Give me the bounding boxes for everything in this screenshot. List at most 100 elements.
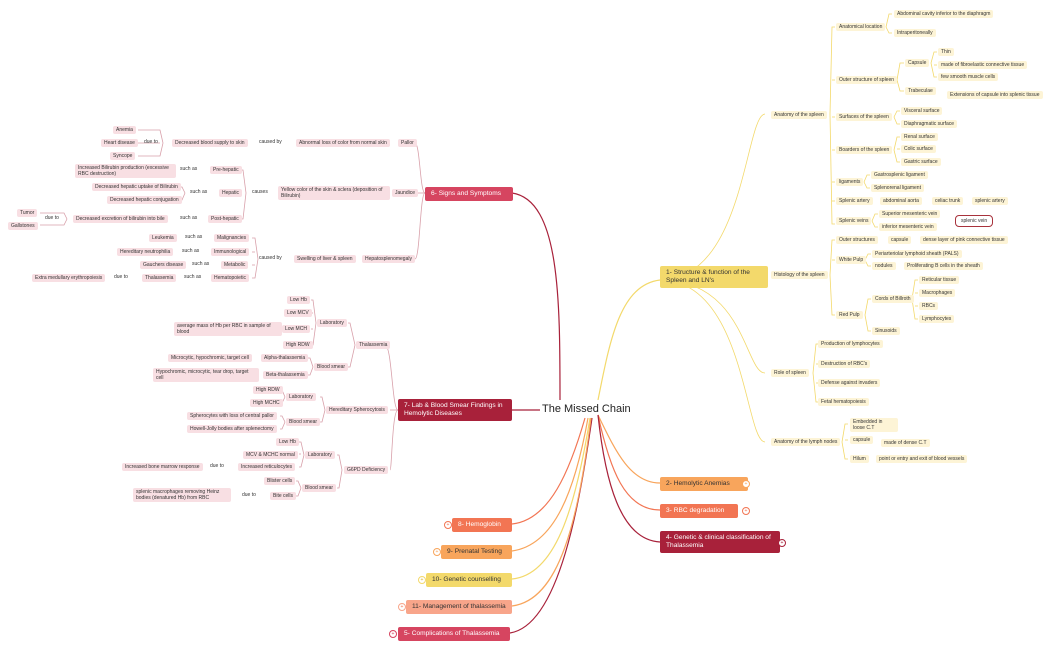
node-incr-marrow[interactable]: Increased bone marrow response [122,463,203,471]
node-destruction[interactable]: Destruction of RBC's [818,360,871,368]
topic-1-structure-function[interactable]: 1- Structure & function of the Spleen an… [660,266,768,288]
node-red-pulp[interactable]: Red Pulp [836,311,863,319]
node-thalassemia-7[interactable]: Thalassemia [356,341,391,349]
topic-2-hemolytic-anemias[interactable]: 2- Hemolytic Anemias [660,477,748,491]
node-pals[interactable]: Periarteriolar lymphoid sheath (PALS) [872,250,962,258]
node-pre-hepatic[interactable]: Pre-hepatic [210,166,242,174]
node-decr-excretion[interactable]: Decreased excretion of bilirubin into bi… [73,215,168,223]
node-blister[interactable]: Blister cells [264,477,296,485]
node-tumor[interactable]: Tumor [17,209,38,217]
node-gastrosplenic[interactable]: Gastrosplenic ligament [871,171,928,179]
node-borders[interactable]: Boarders of the spleen [836,146,893,154]
node-howell-jolly[interactable]: Howell-Jolly bodies after splenectomy [187,425,277,433]
node-thin[interactable]: Thin [938,48,954,56]
topic-8-hemoglobin[interactable]: 8- Hemoglobin [452,518,512,532]
node-jaundice[interactable]: Jaundice [392,189,419,197]
node-high-rdw[interactable]: High RDW [283,341,313,349]
node-swelling[interactable]: Swelling of liver & spleen [294,255,356,263]
expand-topic-4-icon[interactable]: + [778,539,786,547]
node-blood-smear-g6pd[interactable]: Blood smear [302,484,337,492]
node-point-entry[interactable]: point or entry and exit of blood vessels [876,455,968,463]
expand-topic-3-icon[interactable]: + [742,507,750,515]
node-low-mcv[interactable]: Low MCV [284,309,312,317]
expand-topic-2-icon[interactable]: + [742,480,750,488]
node-decr-uptake[interactable]: Decreased hepatic uptake of Bilirubin [92,183,181,191]
node-splenorenal[interactable]: Splenorenal ligament [871,184,924,192]
node-pallor[interactable]: Pallor [398,139,417,147]
node-embedded[interactable]: Embedded in loose C.T [850,418,898,432]
node-splenic-artery-2[interactable]: splenic artery [972,197,1008,205]
node-immunological[interactable]: Immunological [211,248,250,256]
topic-6-signs-symptoms[interactable]: 6- Signs and Symptoms [425,187,513,201]
node-blood-smear-thal[interactable]: Blood smear [314,363,349,371]
node-visceral[interactable]: Visceral surface [901,107,943,115]
node-extra-medullary[interactable]: Extra medullary erythropoiesis [32,274,106,282]
node-anatomy-lymph[interactable]: Anatomy of the lymph nodes [771,438,841,446]
node-histology[interactable]: Histology of the spleen [771,271,828,279]
node-high-rdw-2[interactable]: High RDW [253,386,283,394]
topic-3-rbc-degradation[interactable]: 3- RBC degradation [660,504,738,518]
node-smooth-muscle[interactable]: few smooth muscle cells [938,73,999,81]
expand-topic-8-icon[interactable]: + [444,521,452,529]
node-reticular[interactable]: Reticular tissue [919,276,960,284]
node-laboratory-g6pd[interactable]: Laboratory [305,451,335,459]
node-production[interactable]: Production of lymphocytes [818,340,883,348]
node-capsule-2[interactable]: capsule [888,236,912,244]
node-laboratory-hs[interactable]: Laboratory [286,393,316,401]
topic-5-complications[interactable]: 5- Complications of Thalassemia [398,627,510,641]
node-intraperitoneally[interactable]: Intraperitoneally [894,29,936,37]
node-cords-billroth[interactable]: Cords of Billroth [872,295,914,303]
node-abdominal-aorta[interactable]: abdominal aorta [880,197,922,205]
node-ligaments[interactable]: ligaments [836,178,864,186]
node-blood-smear-hs[interactable]: Blood smear [286,418,321,426]
node-decr-conjugation[interactable]: Decreased hepatic conjugation [107,196,182,204]
node-celiac-trunk[interactable]: celiac trunk [932,197,964,205]
node-role-spleen[interactable]: Role of spleen [771,369,809,377]
node-renal[interactable]: Renal surface [901,133,938,141]
topic-4-genetic-classification[interactable]: 4- Genetic & clinical classification of … [660,531,780,553]
expand-topic-10-icon[interactable]: + [418,576,426,584]
node-white-pulp[interactable]: White Pulp [836,256,867,264]
node-malignancies[interactable]: Malignancies [214,234,250,242]
topic-11-management[interactable]: 11- Management of thalassemia [406,600,512,614]
node-leukemia[interactable]: Leukemia [149,234,177,242]
central-topic[interactable]: The Missed Chain [542,403,631,415]
expand-topic-11-icon[interactable]: + [398,603,406,611]
node-outer-structure[interactable]: Outer structure of spleen [836,76,898,84]
node-surfaces[interactable]: Surfaces of the spleen [836,113,892,121]
node-anemia[interactable]: Anemia [113,126,136,134]
node-anatomical-location[interactable]: Anatomical location [836,23,886,31]
node-heart-disease[interactable]: Heart disease [101,139,138,147]
node-abdominal-cavity[interactable]: Abdominal cavity inferior to the diaphra… [894,10,994,18]
node-hematopoietic[interactable]: Hematopoietic [211,274,249,282]
node-inferior-mesenteric[interactable]: inferior mesenteric vein [879,223,937,231]
node-laboratory-thal[interactable]: Laboratory [317,319,347,327]
node-bite-cells[interactable]: Bite cells [270,492,297,500]
node-yellow-color[interactable]: Yellow color of the skin & sclera (depos… [278,186,390,200]
node-metabolic[interactable]: Metabolic [221,261,249,269]
node-fibroelastic[interactable]: made of fibroelastic connective tissue [938,61,1028,69]
expand-topic-9-icon[interactable]: + [433,548,441,556]
node-proliferating[interactable]: Proliferating B cells in the sheath [904,262,983,270]
node-dense-ct[interactable]: made of dense C.T [881,439,930,447]
node-capsule[interactable]: Capsule [905,59,930,67]
expand-topic-5-icon[interactable]: + [389,630,397,638]
node-g6pd[interactable]: G6PD Deficiency [344,466,389,474]
node-colic[interactable]: Colic surface [901,145,936,153]
node-capsule-3[interactable]: capsule [850,436,874,444]
node-outer-structures[interactable]: Outer structures [836,236,878,244]
node-splenic-veins[interactable]: Splenic veins [836,217,872,225]
node-low-hb[interactable]: Low Hb [287,296,310,304]
node-hered-neutro[interactable]: Hereditary neutrophilia [117,248,174,256]
topic-9-prenatal[interactable]: 9- Prenatal Testing [441,545,512,559]
node-trabeculae[interactable]: Trabeculae [905,87,936,95]
node-extensions[interactable]: Extensions of capsule into splenic tissu… [947,91,1043,99]
node-splenic-artery[interactable]: Splenic artery [836,197,873,205]
node-gastric[interactable]: Gastric surface [901,158,941,166]
node-incr-bilirubin[interactable]: Increased Bilirubin production (excessiv… [75,164,176,178]
topic-7-lab-blood-smear[interactable]: 7- Lab & Blood Smear Findings in Hemolyt… [398,399,512,421]
node-defense[interactable]: Defense against invaders [818,379,881,387]
node-diaphragmatic[interactable]: Diaphragmatic surface [901,120,958,128]
node-fetal[interactable]: Fetal hematopoiesis [818,398,869,406]
node-hepatic[interactable]: Hepatic [219,189,242,197]
